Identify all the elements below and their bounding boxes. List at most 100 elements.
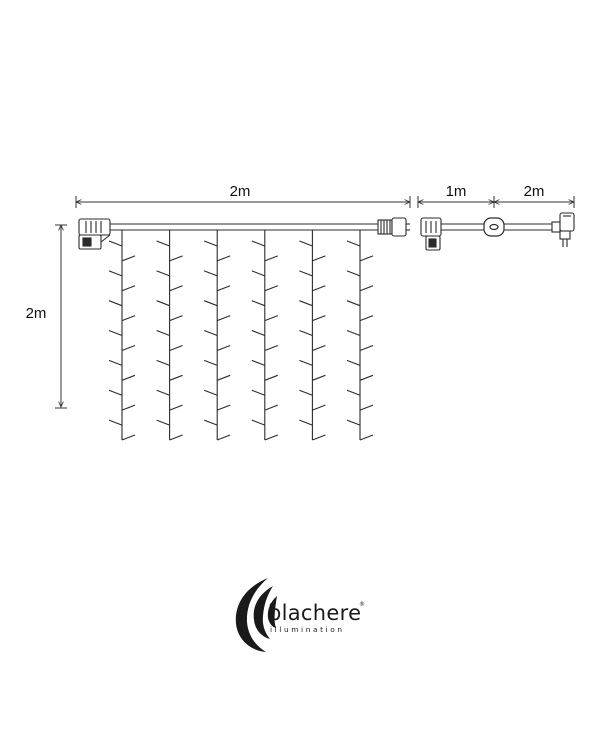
led-bulb — [359, 374, 374, 381]
led-bulb — [217, 285, 231, 292]
height-dimension-label: 2m — [26, 305, 47, 322]
led-bulb — [121, 285, 136, 292]
led-bulb — [108, 300, 123, 307]
led-bulb — [169, 404, 183, 411]
led-bulb — [204, 389, 218, 396]
led-bulb — [251, 389, 265, 396]
width-dimension-label: 2m — [230, 183, 251, 200]
led-bulb — [299, 419, 313, 426]
led-bulb — [156, 419, 170, 426]
led-bulb — [312, 344, 326, 351]
controller-icon — [483, 217, 505, 237]
led-bulb — [251, 419, 265, 426]
led-bulb — [251, 330, 265, 337]
led-bulb — [156, 330, 170, 337]
led-bulb — [121, 434, 136, 441]
brand-tagline: illumination — [270, 625, 345, 634]
led-bulb — [204, 300, 218, 307]
led-bulb — [156, 359, 170, 366]
led-bulb — [156, 240, 170, 247]
led-bulb — [264, 434, 278, 441]
led-bulb — [312, 404, 326, 411]
led-bulb — [359, 315, 374, 322]
led-strand — [156, 230, 183, 441]
led-bulb — [264, 255, 278, 262]
led-strands — [108, 230, 374, 441]
led-bulb — [108, 359, 123, 366]
output-plug-icon — [377, 217, 410, 237]
power-cable-dimension-label: 2m — [524, 183, 545, 200]
led-bulb — [346, 270, 361, 277]
led-bulb — [312, 255, 326, 262]
height-dimension — [55, 225, 67, 409]
led-strand — [251, 230, 278, 441]
led-bulb — [204, 270, 218, 277]
led-bulb — [169, 285, 183, 292]
power-plug-icon — [551, 212, 575, 247]
main-cable — [110, 223, 378, 231]
led-bulb — [251, 240, 265, 247]
brand-registered-mark: ® — [359, 601, 365, 608]
led-bulb — [359, 255, 374, 262]
led-bulb — [217, 404, 231, 411]
led-bulb — [359, 285, 374, 292]
led-strand — [108, 230, 136, 441]
led-bulb — [121, 374, 136, 381]
brand-name: blachere — [268, 601, 361, 625]
led-bulb — [217, 255, 231, 262]
led-bulb — [121, 404, 136, 411]
led-bulb — [264, 374, 278, 381]
led-bulb — [299, 300, 313, 307]
power-cable-dimension — [494, 196, 574, 208]
led-bulb — [359, 344, 374, 351]
led-bulb — [204, 419, 218, 426]
led-bulb — [108, 419, 123, 426]
lead-cable-connector-icon — [420, 217, 442, 251]
led-bulb — [359, 404, 374, 411]
led-strand — [346, 230, 374, 441]
led-bulb — [299, 359, 313, 366]
led-bulb — [346, 419, 361, 426]
led-bulb — [312, 434, 326, 441]
led-bulb — [204, 330, 218, 337]
led-bulb — [169, 374, 183, 381]
led-bulb — [346, 330, 361, 337]
led-bulb — [121, 255, 136, 262]
led-bulb — [156, 270, 170, 277]
led-bulb — [169, 315, 183, 322]
led-bulb — [169, 434, 183, 441]
led-bulb — [299, 389, 313, 396]
led-bulb — [299, 330, 313, 337]
led-bulb — [299, 270, 313, 277]
led-bulb — [169, 255, 183, 262]
led-bulb — [217, 434, 231, 441]
led-bulb — [108, 330, 123, 337]
led-bulb — [204, 240, 218, 247]
lead-cable — [441, 223, 552, 231]
width-dimension — [76, 196, 410, 208]
led-bulb — [299, 240, 313, 247]
led-bulb — [217, 315, 231, 322]
led-bulb — [264, 315, 278, 322]
led-bulb — [312, 374, 326, 381]
led-bulb — [121, 344, 136, 351]
brand-swirl-icon — [235, 578, 277, 652]
led-bulb — [169, 344, 183, 351]
led-bulb — [359, 434, 374, 441]
led-bulb — [217, 344, 231, 351]
led-strand — [299, 230, 326, 441]
led-bulb — [346, 240, 361, 247]
led-bulb — [108, 240, 123, 247]
lead-cable-dimension-label: 1m — [446, 183, 467, 200]
led-bulb — [264, 404, 278, 411]
led-bulb — [251, 270, 265, 277]
input-connector-icon — [78, 218, 111, 250]
led-bulb — [121, 315, 136, 322]
led-strand — [204, 230, 231, 441]
led-bulb — [312, 285, 326, 292]
led-bulb — [108, 389, 123, 396]
led-bulb — [156, 389, 170, 396]
led-bulb — [251, 300, 265, 307]
